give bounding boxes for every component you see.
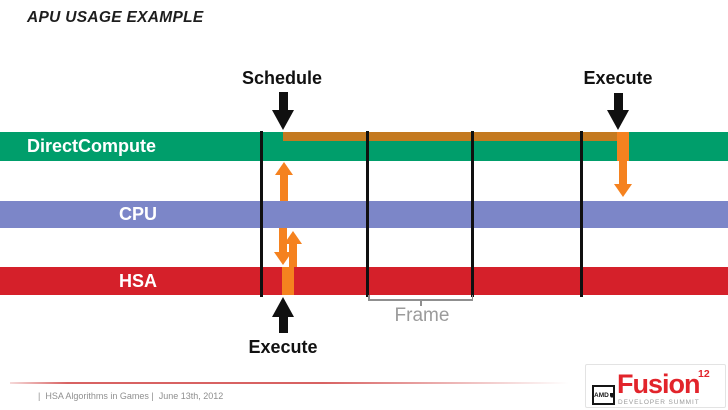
- developer-summit-tagline: DEVELOPER SUMMIT: [618, 399, 700, 406]
- amd-logo: AMD: [592, 385, 615, 405]
- execute-bottom-label: Execute: [248, 337, 318, 357]
- arrow-head: [272, 110, 294, 130]
- arrow-head: [284, 231, 302, 244]
- bar-label-cpu: CPU: [119, 204, 158, 224]
- arrow-shaft: [280, 175, 288, 201]
- footer-divider-line: [10, 382, 580, 384]
- bar-cpu: CPU: [0, 201, 728, 228]
- execute-top-label: Execute: [583, 68, 653, 88]
- arrow-shaft: [289, 244, 297, 267]
- timeline-divider-2: [366, 131, 369, 297]
- arrow-shaft: [279, 92, 288, 110]
- arrow-shaft: [614, 93, 623, 110]
- schedule-flow-drop: [617, 132, 629, 161]
- footer-text: | HSA Algorithms in Games | June 13th, 2…: [38, 391, 224, 401]
- fusion-logo: AMD Fusion 12 DEVELOPER SUMMIT: [585, 364, 726, 408]
- arrow-head: [272, 297, 294, 317]
- bar-label-hsa: HSA: [119, 270, 158, 291]
- timeline-divider-1: [260, 131, 263, 297]
- fusion-wordmark: Fusion: [617, 369, 700, 399]
- timeline-divider-3: [471, 131, 474, 297]
- arrow-head: [275, 162, 293, 175]
- amd-arrow-icon: [609, 392, 613, 398]
- frame-label: Frame: [394, 305, 450, 326]
- bar-label-directcompute: DirectCompute: [27, 136, 157, 156]
- fusion-superscript: 12: [698, 368, 710, 380]
- bracket-right-stub: [471, 295, 473, 300]
- bracket-left-stub: [368, 295, 370, 300]
- hsa-flow-bar: [282, 267, 294, 295]
- arrow-shaft: [279, 317, 288, 333]
- amd-logo-text: AMD: [594, 391, 609, 399]
- arrow-shaft: [619, 161, 627, 184]
- bar-hsa: HSA: [0, 267, 728, 295]
- arrow-head: [274, 252, 292, 265]
- timeline-divider-4: [580, 131, 583, 297]
- schedule-label: Schedule: [241, 68, 323, 88]
- arrow-shaft: [279, 228, 287, 252]
- bracket-center-tick: [420, 299, 422, 306]
- arrow-head: [614, 184, 632, 197]
- page-title: APU USAGE EXAMPLE: [27, 9, 204, 26]
- schedule-flow-strip: [283, 132, 629, 141]
- arrow-head: [607, 110, 629, 130]
